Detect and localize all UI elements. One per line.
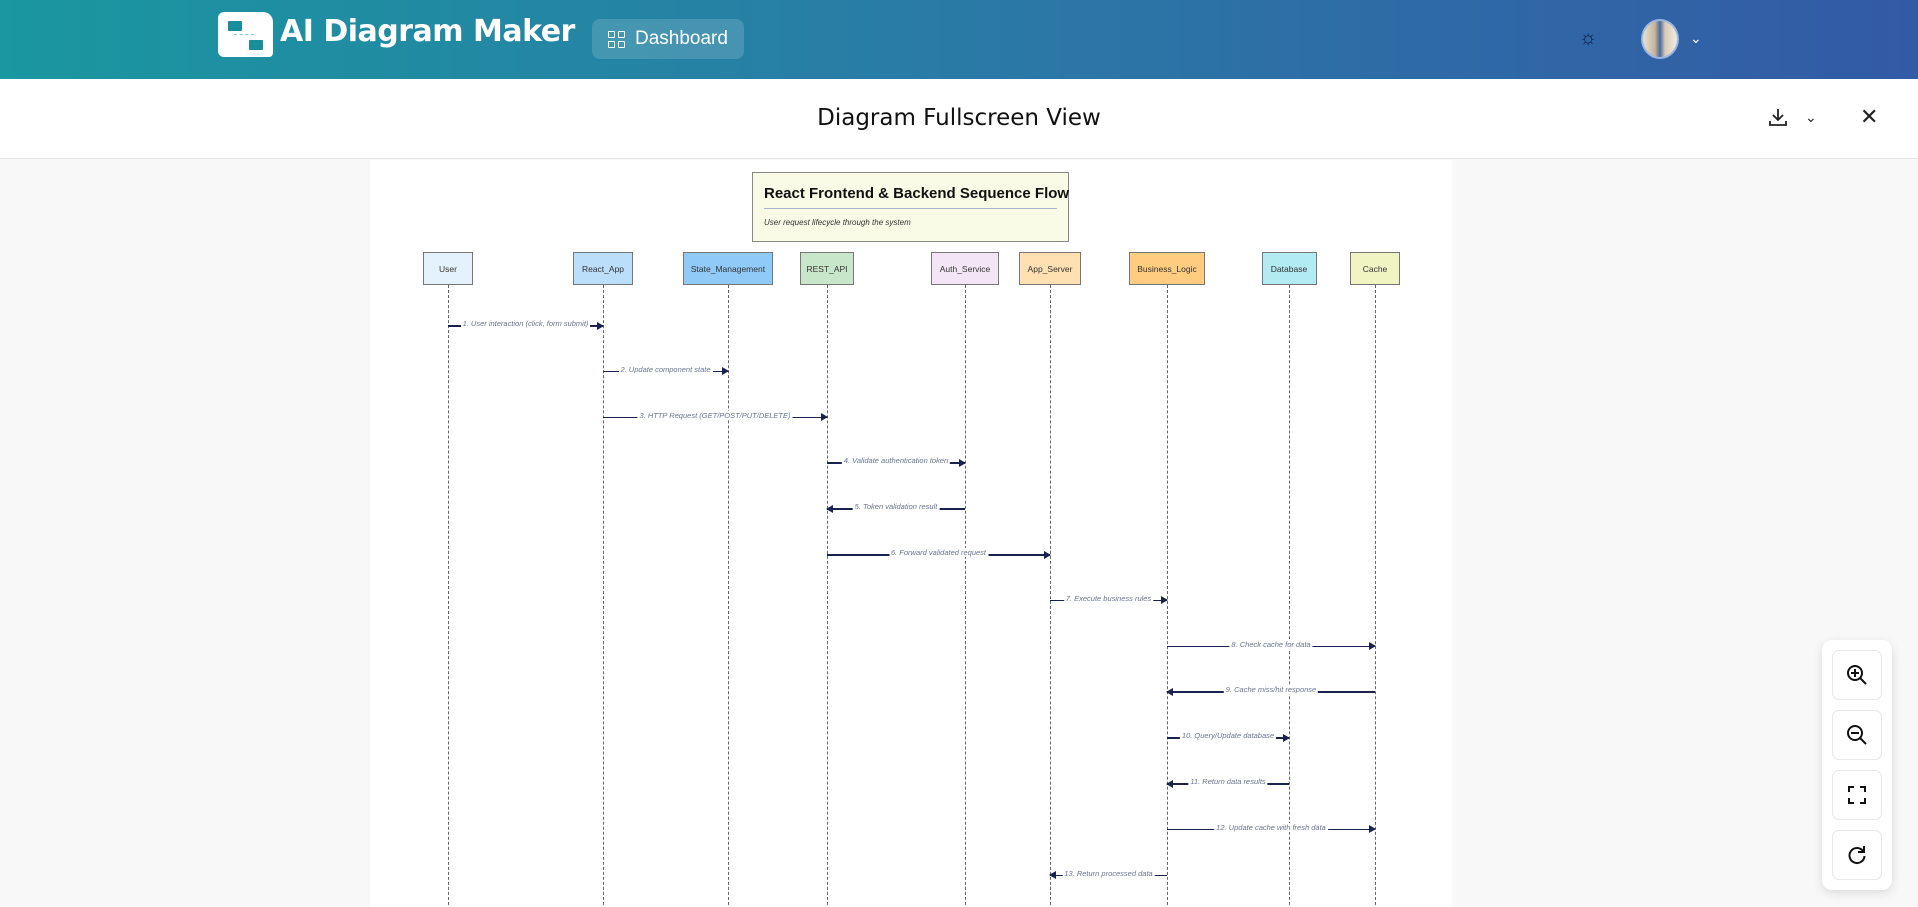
reset-icon bbox=[1848, 846, 1866, 865]
logo-icon[interactable] bbox=[218, 12, 273, 57]
arrowhead-icon bbox=[1049, 871, 1056, 880]
zoom-in-button[interactable] bbox=[1832, 650, 1882, 700]
message-label: 2. Update component state bbox=[618, 364, 713, 374]
message-label: 12. Update cache with fresh data bbox=[1214, 822, 1328, 832]
lifeline bbox=[1167, 285, 1168, 907]
grid-icon bbox=[608, 30, 625, 48]
message-arrow[interactable]: 8. Check cache for data bbox=[1167, 639, 1376, 651]
zoom-out-button[interactable] bbox=[1832, 710, 1882, 760]
lifeline bbox=[1375, 285, 1376, 907]
message-label: 10. Query/Update database bbox=[1179, 731, 1277, 741]
zoom-controls bbox=[1822, 640, 1892, 890]
sun-icon[interactable]: ☼ bbox=[1578, 27, 1598, 49]
fullscreen-titlebar: Diagram Fullscreen View ⌄ ✕ bbox=[0, 79, 1918, 159]
message-label: 7. Execute business rules bbox=[1063, 593, 1154, 603]
diagram-canvas[interactable]: React Frontend & Backend Sequence Flow U… bbox=[370, 160, 1452, 907]
participant-state-management[interactable]: State_Management bbox=[683, 252, 773, 285]
download-icon[interactable] bbox=[1768, 107, 1788, 133]
fit-screen-button[interactable] bbox=[1832, 770, 1882, 820]
arrowhead-icon bbox=[959, 458, 966, 467]
avatar[interactable] bbox=[1641, 19, 1679, 59]
participant-rest-api[interactable]: REST_API bbox=[800, 252, 854, 285]
message-arrow[interactable]: 6. Forward validated request bbox=[827, 548, 1051, 559]
message-arrow[interactable]: 12. Update cache with fresh data bbox=[1167, 822, 1376, 834]
participant-business-logic[interactable]: Business_Logic bbox=[1129, 252, 1205, 285]
dashboard-button[interactable]: Dashboard bbox=[592, 19, 744, 59]
participant-auth-service[interactable]: Auth_Service bbox=[931, 252, 999, 285]
lifeline bbox=[603, 285, 604, 907]
message-label: 5. Token validation result bbox=[852, 502, 940, 512]
message-label: 6. Forward validated request bbox=[888, 548, 989, 557]
arrowhead-icon bbox=[821, 413, 828, 422]
chevron-down-icon[interactable]: ⌄ bbox=[1690, 30, 1702, 46]
message-arrow[interactable]: 10. Query/Update database bbox=[1167, 731, 1290, 742]
arrowhead-icon bbox=[1166, 779, 1173, 788]
diagram-subtitle: User request lifecycle through the syste… bbox=[764, 218, 911, 227]
message-arrow[interactable]: 3. HTTP Request (GET/POST/PUT/DELETE) bbox=[603, 410, 828, 422]
participant-user[interactable]: User bbox=[423, 252, 473, 285]
lifeline bbox=[827, 285, 828, 907]
arrowhead-icon bbox=[1283, 733, 1290, 742]
participant-database[interactable]: Database bbox=[1261, 252, 1317, 285]
page-title: Diagram Fullscreen View bbox=[817, 105, 1101, 131]
diagram-title: React Frontend & Backend Sequence Flow bbox=[764, 185, 1069, 209]
fit-screen-icon bbox=[1848, 786, 1866, 804]
lifeline bbox=[1289, 285, 1290, 907]
message-label: 11. Return data results bbox=[1188, 777, 1268, 786]
message-label: 4. Validate authentication token bbox=[841, 456, 951, 466]
zoom-out-icon bbox=[1847, 725, 1867, 745]
message-arrow[interactable]: 4. Validate authentication token bbox=[827, 456, 966, 467]
chevron-down-icon[interactable]: ⌄ bbox=[1805, 109, 1817, 125]
close-icon[interactable]: ✕ bbox=[1860, 104, 1879, 129]
message-arrow[interactable]: 2. Update component state bbox=[603, 364, 729, 376]
arrowhead-icon bbox=[597, 321, 604, 330]
arrowhead-icon bbox=[1166, 687, 1173, 696]
participant-app-server[interactable]: App_Server bbox=[1019, 252, 1081, 285]
message-arrow[interactable]: 1. User interaction (click, form submit) bbox=[448, 319, 604, 330]
arrowhead-icon bbox=[1369, 825, 1376, 834]
arrowhead-icon bbox=[1369, 642, 1376, 651]
message-label: 9. Cache miss/hit response bbox=[1223, 685, 1319, 695]
message-label: 1. User interaction (click, form submit) bbox=[460, 319, 591, 328]
arrowhead-icon bbox=[1044, 550, 1051, 559]
lifeline bbox=[448, 285, 449, 907]
brand-name[interactable]: AI Diagram Maker bbox=[280, 14, 575, 49]
lifeline bbox=[965, 285, 966, 907]
message-label: 8. Check cache for data bbox=[1229, 639, 1313, 649]
dashboard-label: Dashboard bbox=[635, 28, 728, 49]
message-arrow[interactable]: 11. Return data results bbox=[1166, 777, 1289, 788]
message-arrow[interactable]: 13. Return processed data bbox=[1049, 868, 1167, 880]
arrowhead-icon bbox=[826, 504, 833, 513]
arrowhead-icon bbox=[722, 367, 729, 376]
participant-react-app[interactable]: React_App bbox=[573, 252, 633, 285]
app-header: AI Diagram Maker Dashboard ☼ ⌄ bbox=[0, 0, 1918, 79]
diagram-title-box: React Frontend & Backend Sequence Flow U… bbox=[752, 172, 1069, 242]
message-arrow[interactable]: 5. Token validation result bbox=[826, 502, 965, 513]
lifeline bbox=[1050, 285, 1051, 907]
zoom-in-icon bbox=[1847, 665, 1867, 685]
message-label: 13. Return processed data bbox=[1062, 868, 1155, 878]
arrowhead-icon bbox=[1161, 596, 1168, 605]
reset-button[interactable] bbox=[1832, 830, 1882, 880]
message-arrow[interactable]: 9. Cache miss/hit response bbox=[1166, 685, 1375, 696]
participant-cache[interactable]: Cache bbox=[1350, 252, 1400, 285]
message-label: 3. HTTP Request (GET/POST/PUT/DELETE) bbox=[637, 410, 793, 420]
message-arrow[interactable]: 7. Execute business rules bbox=[1050, 593, 1168, 605]
lifeline bbox=[728, 285, 729, 907]
